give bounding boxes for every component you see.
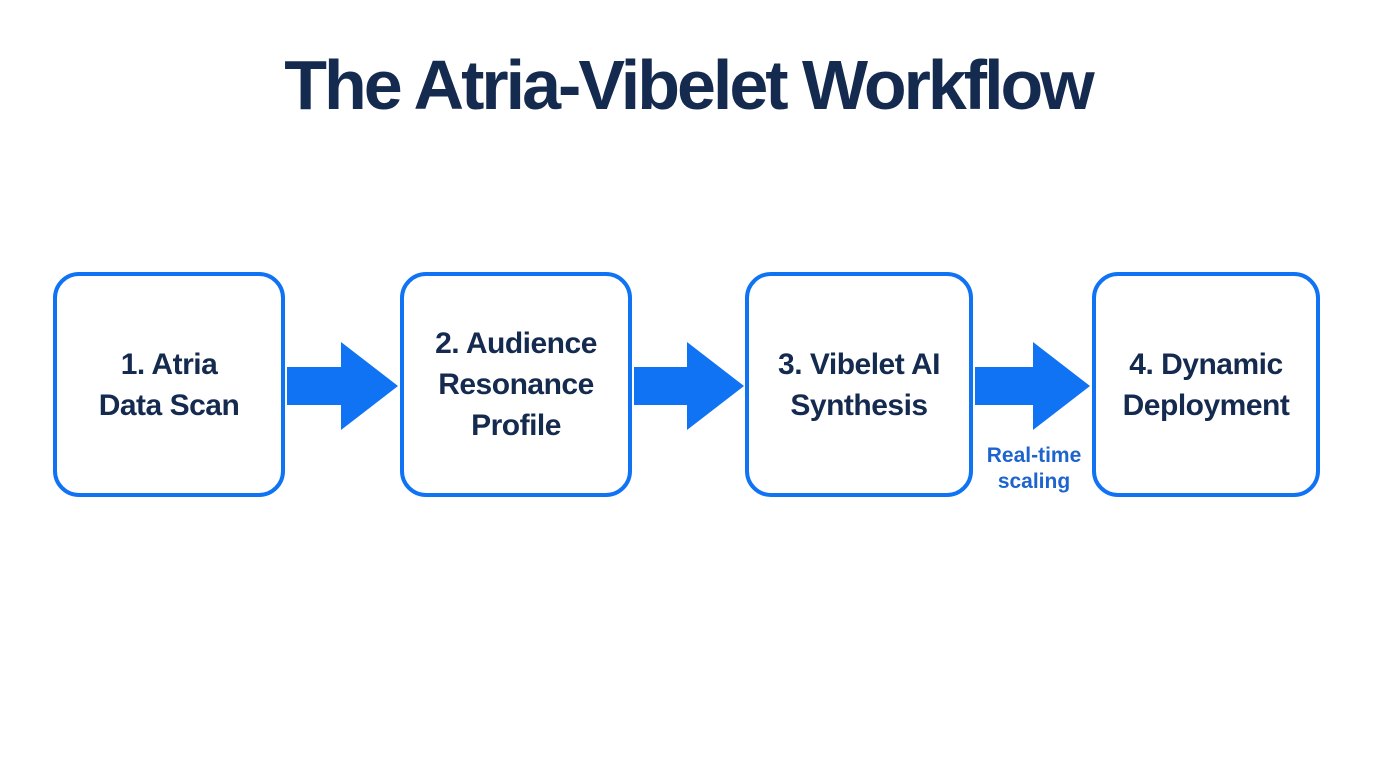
arrow-shaft bbox=[975, 367, 1033, 405]
step-box-vibelet-ai-synthesis: 3. Vibelet AI Synthesis bbox=[745, 272, 973, 497]
arrow-shaft bbox=[634, 367, 687, 405]
arrow-head bbox=[1033, 342, 1090, 430]
arrow-shaft bbox=[287, 367, 341, 405]
step-label-vibelet-ai-synthesis: 3. Vibelet AI Synthesis bbox=[778, 347, 940, 422]
step-box-dynamic-deployment: 4. Dynamic Deployment bbox=[1092, 272, 1320, 497]
step-label-atria-data-scan: 1. Atria Data Scan bbox=[98, 347, 240, 422]
arrow-annotation-real-time-scaling: Real-time scaling bbox=[986, 444, 1082, 493]
step-label-audience-resonance-profile: 2. Audience Resonance Profile bbox=[435, 327, 597, 442]
step-label-dynamic-deployment: 4. Dynamic Deployment bbox=[1122, 347, 1290, 422]
arrow-right-icon bbox=[975, 342, 1090, 430]
step-box-atria-data-scan: 1. Atria Data Scan bbox=[53, 272, 285, 497]
page-title: The Atria-Vibelet Workflow bbox=[284, 46, 1095, 124]
arrow-head bbox=[687, 342, 744, 430]
arrow-right-icon bbox=[287, 342, 398, 430]
arrow-head bbox=[341, 342, 398, 430]
step-box-audience-resonance-profile: 2. Audience Resonance Profile bbox=[400, 272, 632, 497]
arrow-right-icon bbox=[634, 342, 744, 430]
